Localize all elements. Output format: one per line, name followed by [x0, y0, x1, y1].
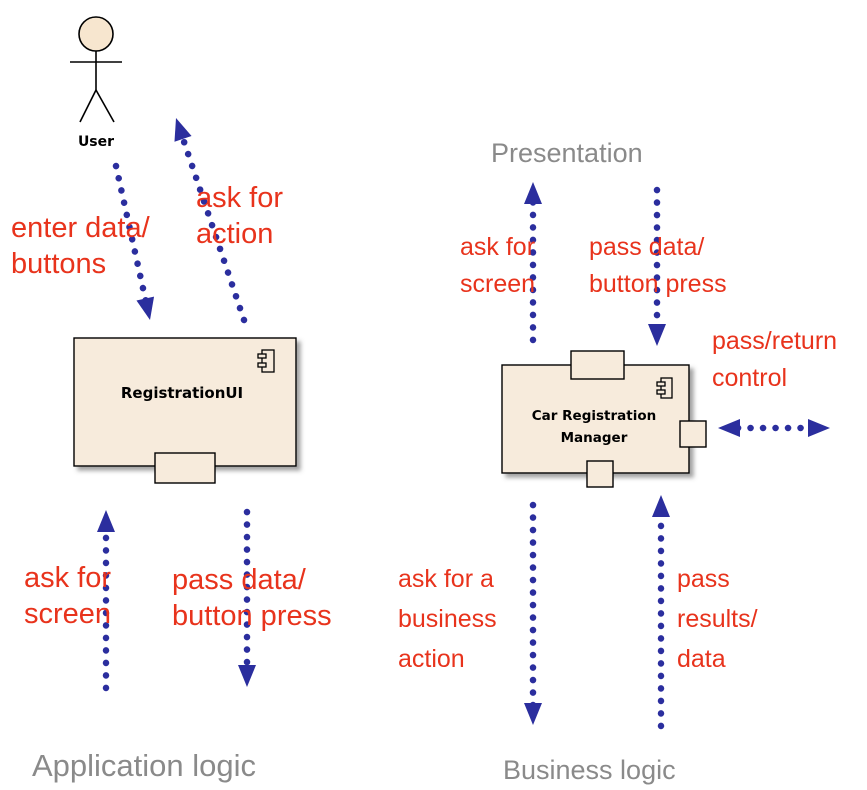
manager-name-line1: Car Registration — [532, 408, 656, 424]
label-right-pass-data: pass data/ button press — [589, 229, 727, 303]
label-left-ask-for-screen-line1: ask for — [24, 562, 112, 594]
label-ask-business-line1: ask for a — [398, 565, 494, 593]
presentation-section-label: Presentation — [491, 138, 643, 168]
label-enter-data: enter data/ buttons — [11, 210, 150, 282]
business-logic-section-label: Business logic — [503, 755, 676, 785]
registration-ui-port — [154, 452, 216, 484]
label-enter-data-line2: buttons — [11, 248, 107, 280]
arrow-right-ask-for-screen — [524, 182, 542, 344]
label-pass-results-line1: pass — [677, 565, 730, 593]
application-logic-section-label: Application logic — [32, 748, 257, 783]
label-right-ask-for-screen: ask for screen — [460, 229, 535, 303]
arrow-ask-business-action — [524, 501, 542, 725]
label-pass-results-line3: data — [677, 645, 726, 673]
label-pass-return-control: pass/return control — [712, 323, 837, 397]
component-icon — [656, 377, 673, 399]
manager-right-port — [679, 420, 707, 448]
label-left-ask-for-screen: ask for screen — [24, 560, 111, 632]
user-actor-label: User — [78, 134, 114, 150]
manager-top-port — [570, 350, 625, 380]
label-right-pass-data-line2: button press — [589, 270, 727, 298]
label-pass-results: pass results/ data — [677, 559, 758, 679]
label-left-pass-data-line2: button press — [172, 600, 332, 632]
arrow-left-ask-for-screen — [97, 510, 115, 692]
label-right-ask-for-screen-line1: ask for — [460, 233, 536, 261]
label-right-ask-for-screen-line2: screen — [460, 270, 536, 298]
arrow-right-pass-data — [648, 186, 666, 346]
arrow-enter-data — [112, 162, 155, 320]
manager-name-line2: Manager — [561, 430, 628, 446]
label-right-pass-data-line1: pass data/ — [589, 233, 705, 261]
car-registration-manager-component — [501, 350, 707, 488]
arrow-pass-results — [652, 495, 670, 730]
label-left-pass-data: pass data/ button press — [172, 562, 332, 634]
label-pass-return-line2: control — [712, 364, 788, 392]
label-ask-for-action: ask for action — [196, 180, 283, 252]
arrow-left-pass-data — [238, 508, 256, 687]
label-left-pass-data-line1: pass data/ — [172, 564, 306, 596]
label-ask-business-line3: action — [398, 645, 465, 673]
label-ask-for-action-line1: ask for — [196, 182, 284, 214]
label-pass-return-line1: pass/return — [712, 327, 838, 355]
component-icon — [257, 349, 275, 373]
label-enter-data-line1: enter data/ — [11, 212, 150, 244]
registration-ui-component — [73, 337, 297, 484]
arrows-group — [97, 118, 830, 730]
manager-bottom-port — [586, 460, 614, 488]
arrow-ask-for-action — [174, 118, 248, 324]
arrow-pass-return-control — [718, 419, 830, 437]
user-actor-icon — [70, 16, 122, 123]
label-ask-business-action: ask for a business action — [398, 559, 497, 679]
registration-ui-name: RegistrationUI — [121, 384, 243, 402]
label-left-ask-for-screen-line2: screen — [24, 598, 112, 630]
label-pass-results-line2: results/ — [677, 605, 758, 633]
label-ask-for-action-line2: action — [196, 218, 274, 250]
label-ask-business-line2: business — [398, 605, 497, 633]
